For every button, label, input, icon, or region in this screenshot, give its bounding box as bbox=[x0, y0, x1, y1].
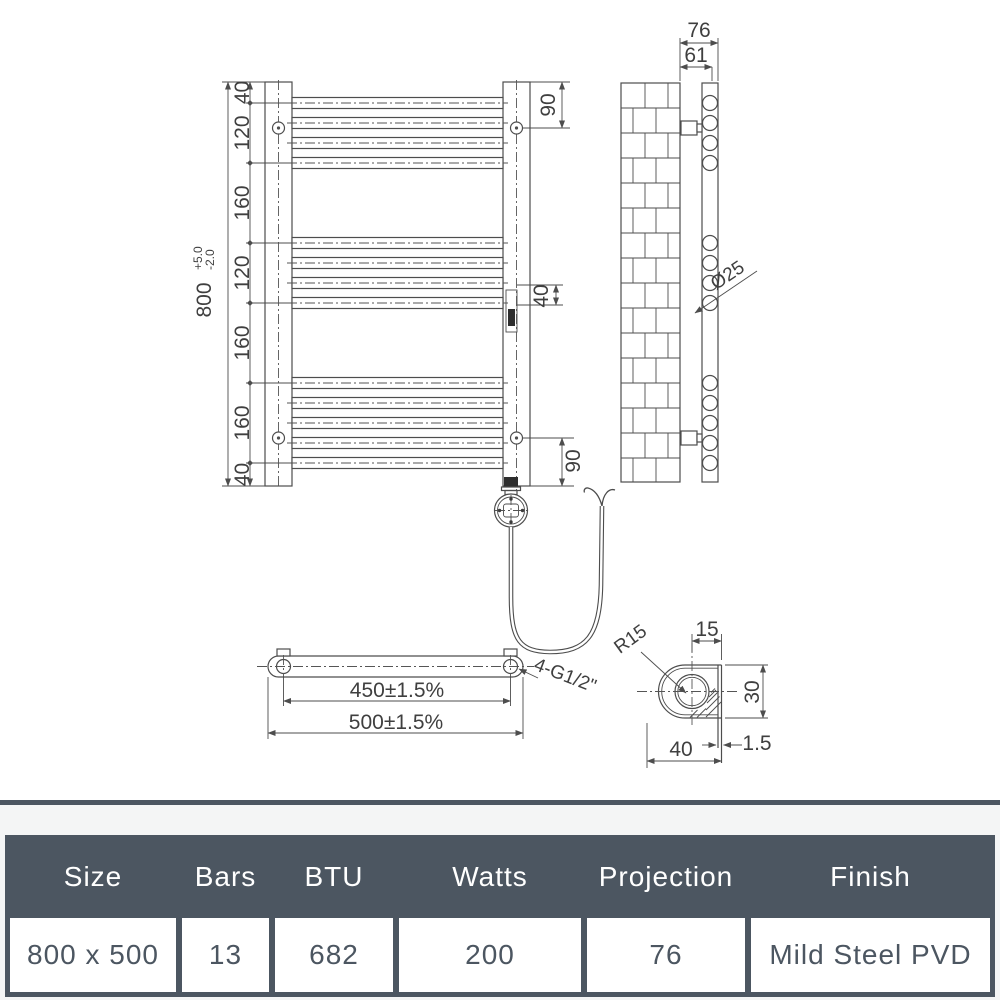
element-collar bbox=[504, 477, 518, 487]
connection-boss-left bbox=[276, 648, 291, 657]
screw-center bbox=[276, 126, 281, 130]
screw-center bbox=[276, 436, 281, 440]
technical-drawing: 40 120 160 120 160 160 40 800 +5.0 -2.0 … bbox=[191, 19, 772, 768]
element-dim-label: 40 bbox=[530, 284, 553, 307]
bar-end-circle bbox=[701, 374, 719, 392]
offset-dim-label: 15 bbox=[695, 618, 718, 641]
dim-label-seg3: 160 bbox=[231, 185, 254, 220]
overall-height-label: 800 +5.0 -2.0 bbox=[191, 246, 217, 318]
value-watts: 200 bbox=[399, 918, 581, 992]
spec-table-row: 800 x 500 13 682 200 76 Mild Steel PVD bbox=[5, 918, 995, 992]
header-size: Size bbox=[63, 860, 123, 892]
header-bars: Bars bbox=[194, 860, 257, 892]
projection-dim-label: 76 bbox=[687, 19, 710, 42]
bar-end-circles bbox=[701, 94, 719, 472]
hatch-line bbox=[710, 688, 716, 693]
connection-leader bbox=[518, 668, 539, 679]
value-size: 800 x 500 bbox=[10, 918, 176, 992]
thermostat-screws bbox=[497, 497, 525, 524]
spec-table-header: Size Bars BTU Watts Projection Finish bbox=[5, 835, 995, 918]
horizontal-bars bbox=[287, 96, 508, 470]
spec-table: Size Bars BTU Watts Projection Finish 80… bbox=[5, 835, 995, 997]
section-detail: 15 30 40 1.5 R15 bbox=[610, 618, 772, 768]
bar-end-circle bbox=[701, 254, 719, 272]
header-btu: BTU bbox=[304, 860, 364, 892]
height-dim-label: 30 bbox=[741, 680, 764, 703]
power-cable-core bbox=[509, 505, 604, 654]
dim-label-seg2: 120 bbox=[231, 115, 254, 150]
overall-height-tol-minus: -2.0 bbox=[203, 249, 217, 270]
bar-end-circle bbox=[701, 394, 719, 412]
dim-label-seg4: 120 bbox=[231, 255, 254, 290]
chain-tick bbox=[247, 160, 253, 166]
bottom-bracket-dim-label: 90 bbox=[562, 449, 585, 472]
chain-arrow-ticks bbox=[247, 100, 253, 466]
value-btu: 682 bbox=[275, 918, 393, 992]
chain-tick bbox=[247, 100, 253, 106]
dim-label-seg7: 40 bbox=[231, 463, 254, 486]
screw-center bbox=[514, 126, 519, 130]
bar-end-circle bbox=[701, 454, 719, 472]
bar-end-circle bbox=[701, 94, 719, 112]
header-watts: Watts bbox=[452, 860, 528, 892]
hatch-line bbox=[705, 701, 722, 718]
bar-diameter-leader bbox=[694, 270, 758, 314]
header-finish: Finish bbox=[830, 860, 911, 892]
bar-end-circle bbox=[701, 274, 719, 292]
wall-bracket-top bbox=[680, 120, 703, 136]
radius-label: R15 bbox=[610, 621, 651, 658]
hatch-line bbox=[705, 696, 720, 711]
cable-end-fork bbox=[583, 487, 616, 507]
spec-section: Size Bars BTU Watts Projection Finish 80… bbox=[0, 800, 1000, 1000]
bar-end-circle bbox=[701, 234, 719, 252]
element-rod bbox=[508, 309, 515, 326]
radius-leader bbox=[640, 651, 687, 694]
dim-label-seg1: 40 bbox=[231, 81, 254, 104]
power-cable-outline bbox=[508, 505, 605, 655]
brick-pattern bbox=[621, 83, 680, 482]
wall-section bbox=[620, 82, 681, 483]
value-bars: 13 bbox=[182, 918, 269, 992]
center-dim-label: 61 bbox=[684, 44, 707, 67]
width-dim-label2: 40 bbox=[669, 738, 692, 761]
dim-label-seg5: 160 bbox=[231, 325, 254, 360]
section-divider bbox=[0, 800, 1000, 805]
centres-dim-label: 450±1.5% bbox=[350, 679, 444, 702]
width-dim-label: 500±1.5% bbox=[349, 711, 443, 734]
chain-tick bbox=[247, 380, 253, 386]
overall-height-value: 800 bbox=[193, 282, 216, 317]
bottom-view: 450±1.5% 500±1.5% 4-G1/2" bbox=[257, 648, 599, 739]
section-hatch bbox=[689, 688, 722, 718]
side-view: 76 61 Ø25 bbox=[620, 19, 758, 483]
bar-end-circle bbox=[701, 114, 719, 132]
connection-boss-right bbox=[503, 648, 518, 657]
value-projection: 76 bbox=[587, 918, 745, 992]
bar-end-circle bbox=[701, 414, 719, 432]
overall-height-tol-plus: +5.0 bbox=[191, 246, 205, 270]
header-projection: Projection bbox=[598, 860, 734, 892]
screw-center bbox=[514, 436, 519, 440]
bar-end-circle bbox=[701, 134, 719, 152]
hatch-line bbox=[706, 692, 718, 704]
hatch-line bbox=[708, 689, 717, 698]
connection-label: 4-G1/2" bbox=[531, 654, 599, 697]
front-view: 40 120 160 120 160 160 40 800 +5.0 -2.0 … bbox=[191, 80, 616, 655]
hatch-line bbox=[689, 709, 698, 718]
chain-tick bbox=[247, 300, 253, 306]
top-bracket-dim-label: 90 bbox=[537, 93, 560, 116]
mounting-screws bbox=[271, 121, 524, 445]
wall-bracket-bottom bbox=[680, 430, 703, 446]
bar-end-circle bbox=[701, 154, 719, 172]
thickness-dim-label: 1.5 bbox=[742, 732, 771, 755]
value-finish: Mild Steel PVD bbox=[751, 918, 990, 992]
chain-tick bbox=[247, 460, 253, 466]
element-pocket bbox=[505, 289, 518, 333]
dim-label-seg6: 160 bbox=[231, 405, 254, 440]
chain-tick bbox=[247, 240, 253, 246]
bar-end-circle bbox=[701, 434, 719, 452]
hatch-line bbox=[696, 708, 707, 718]
